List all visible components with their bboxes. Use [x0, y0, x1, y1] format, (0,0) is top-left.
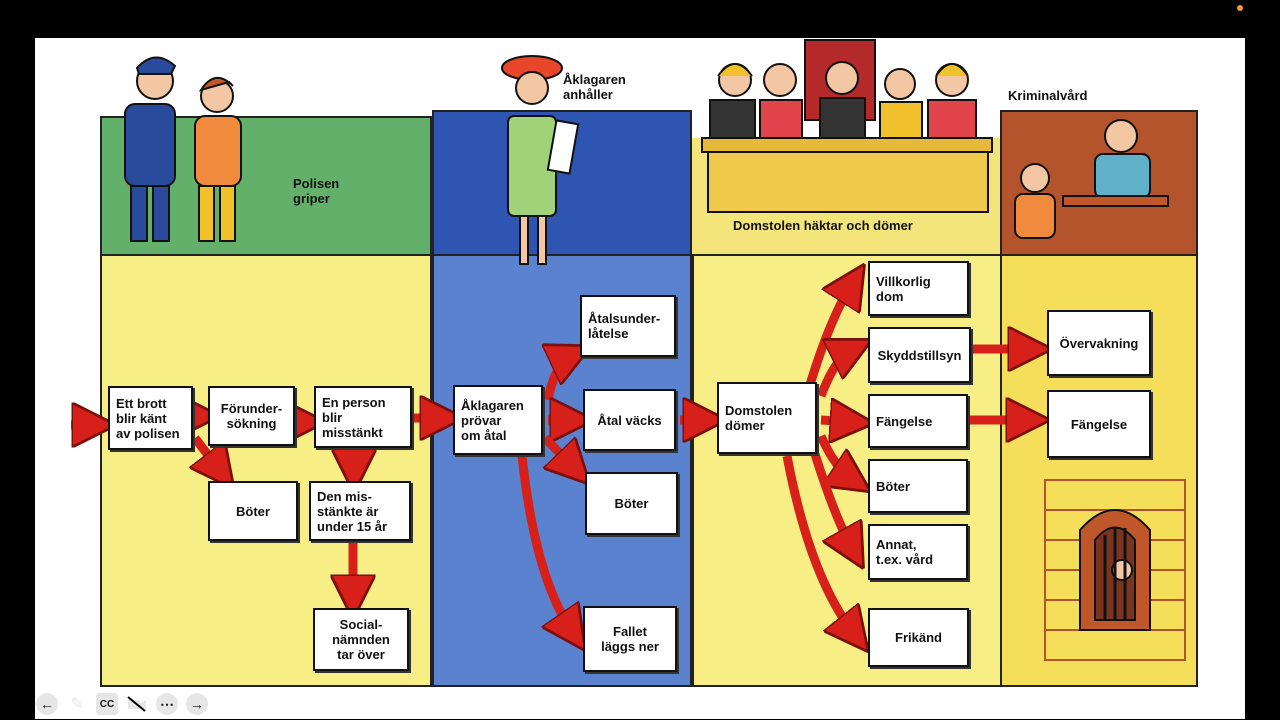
- box-preliminary-investigation: Förunder- sökning: [208, 386, 295, 446]
- captions-icon[interactable]: CC: [96, 693, 118, 715]
- arrow-to-fine-court: [816, 434, 853, 480]
- prosecutor-label: Åklagaren anhåller: [563, 72, 626, 102]
- box-indictment: Åtal väcks: [583, 389, 676, 451]
- box-prison: Fängelse: [1047, 390, 1151, 458]
- box-person-suspected: En person blir misstänkt: [314, 386, 412, 448]
- court-illustration: [701, 39, 993, 213]
- box-court-judges: Domstolen dömer: [717, 382, 817, 454]
- arrow-to-fine-prosecutor: [541, 434, 575, 469]
- prosecutor-illustration: [501, 55, 580, 265]
- arrow-to-acquitted: [782, 455, 855, 635]
- back-icon[interactable]: ←: [36, 693, 58, 715]
- box-prosecutor-reviews: Åklagaren prövar om åtal: [453, 385, 543, 455]
- box-supervision: Övervakning: [1047, 310, 1151, 376]
- box-conditional-sentence: Villkorlig dom: [868, 261, 969, 316]
- police-illustration: [124, 56, 242, 242]
- arrow-to-prison-sentence: [820, 420, 853, 422]
- camera-off-icon[interactable]: [126, 693, 148, 715]
- slide-canvas: Polisen griper Åklagaren anhåller Domsto…: [35, 38, 1245, 719]
- arrow-to-conditional: [804, 282, 853, 390]
- flow-arrows: [71, 38, 1245, 719]
- arrow-investigation-to-fine: [195, 435, 221, 472]
- police-label: Polisen griper: [293, 176, 340, 206]
- arrow-to-probation-sentence: [816, 349, 853, 398]
- status-dot: [1237, 5, 1243, 11]
- prison-window-illustration: [1044, 479, 1186, 661]
- box-under-15: Den mis- stänkte är under 15 år: [309, 481, 411, 541]
- box-social-committee: Social- nämnden tar över: [313, 608, 409, 671]
- box-case-dropped: Fallet läggs ner: [583, 606, 677, 672]
- box-other-care: Annat, t.ex. vård: [868, 524, 968, 580]
- court-label: Domstolen häktar och dömer: [733, 218, 913, 233]
- box-acquitted: Frikänd: [868, 608, 969, 667]
- box-waiver-of-prosecution: Åtalsunder- låtelse: [580, 295, 676, 357]
- box-prison-sentence: Fängelse: [868, 394, 968, 448]
- box-fine-court: Böter: [868, 459, 968, 513]
- presentation-toolbar: ← ✎ CC ⋯ →: [36, 693, 208, 715]
- probation-illustration: [1014, 119, 1169, 239]
- more-icon[interactable]: ⋯: [156, 693, 178, 715]
- arrow-to-waiver: [548, 355, 572, 401]
- box-fine-prosecutor: Böter: [585, 472, 678, 535]
- forward-icon[interactable]: →: [186, 693, 208, 715]
- box-probation-sentence: Skyddstillsyn: [868, 327, 971, 383]
- pen-icon[interactable]: ✎: [70, 696, 84, 713]
- arrow-to-other: [810, 452, 853, 550]
- box-crime-known: Ett brott blir känt av polisen: [108, 386, 193, 450]
- arrow-to-dropped: [517, 455, 573, 633]
- probation-label: Kriminalvård: [1008, 88, 1088, 103]
- box-fine-police: Böter: [208, 481, 298, 541]
